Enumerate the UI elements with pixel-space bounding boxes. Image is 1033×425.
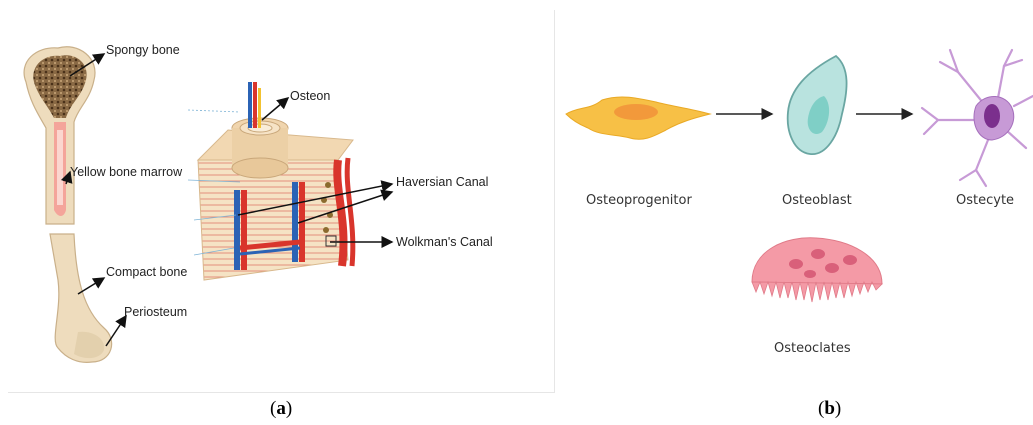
label-ostecyte: Ostecyte xyxy=(956,193,1014,208)
osteoprogenitor-cell xyxy=(566,97,710,139)
label-compact-bone: Compact bone xyxy=(106,265,187,279)
panel-b-bone-cells: Osteoprogenitor Osteoblast Ostecyte Oste… xyxy=(560,10,1033,392)
osteoblast-cell xyxy=(788,56,847,154)
label-spongy-bone: Spongy bone xyxy=(106,43,180,57)
ostecyte-nucleus xyxy=(984,104,1000,128)
bone-anatomy-illustration: Spongy bone Yellow bone marrow Compact b… xyxy=(8,10,554,392)
caption-a: (a) xyxy=(270,398,292,420)
label-haversian-canal: Haversian Canal xyxy=(396,175,488,189)
caption-b: (b) xyxy=(818,398,841,420)
label-osteoblast: Osteoblast xyxy=(782,193,852,208)
label-osteoprogenitor: Osteoprogenitor xyxy=(586,193,692,208)
label-wolkmans-canal: Wolkman's Canal xyxy=(396,235,493,249)
long-bone-upper xyxy=(24,47,95,224)
label-osteoclates: Osteoclates xyxy=(774,341,851,356)
label-periosteum: Periosteum xyxy=(124,305,187,319)
panel-a-bone-anatomy: Spongy bone Yellow bone marrow Compact b… xyxy=(8,10,555,393)
osteoclast-cell xyxy=(752,238,882,302)
long-bone-lower xyxy=(50,234,112,362)
label-yellow-bone-marrow: Yellow bone marrow xyxy=(70,165,183,179)
bone-cells-illustration: Osteoprogenitor Osteoblast Ostecyte Oste… xyxy=(560,10,1033,392)
label-osteon: Osteon xyxy=(290,89,330,103)
compact-bone-block xyxy=(188,82,353,280)
